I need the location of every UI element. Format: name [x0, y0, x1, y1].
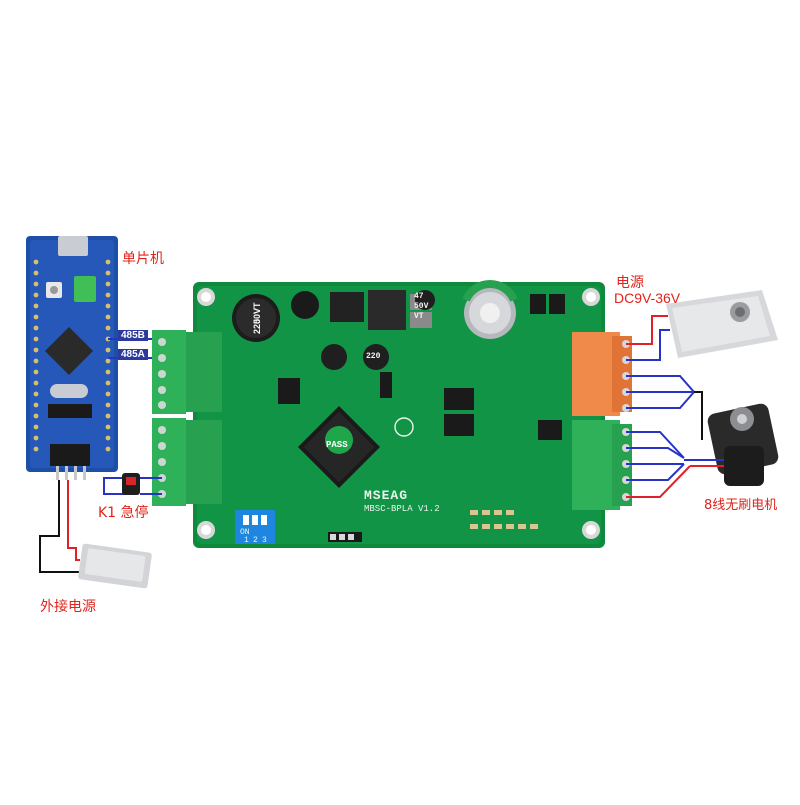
dip-on-label: ON	[240, 528, 250, 537]
driver-board: 22050VVT	[152, 280, 632, 548]
mcu-label: 单片机	[122, 251, 164, 267]
cap1-text: 22050VVT	[252, 302, 262, 334]
inductor-round	[291, 291, 319, 319]
cap2-line2: 50V	[414, 302, 429, 311]
motor-label: 8线无刷电机	[704, 498, 778, 513]
capacitor-large	[462, 280, 518, 339]
dip-label-1: 1	[244, 536, 249, 545]
inductor-square	[330, 292, 364, 322]
dip-label-3: 3	[262, 536, 267, 545]
terminal-left-top	[152, 330, 222, 414]
terminal-left-bottom	[152, 418, 222, 506]
board-mcu-chip	[297, 405, 381, 489]
dip-label-2: 2	[253, 536, 258, 545]
cap1-line-1: 220	[252, 319, 262, 334]
cap1-line-2: 50V	[252, 308, 262, 324]
power-wires	[626, 315, 703, 440]
cap2-line1: 47	[414, 292, 424, 301]
external-power-supply	[78, 543, 152, 589]
cap3-text: 220	[366, 352, 381, 361]
usb-port	[58, 236, 88, 256]
mcu-chip	[44, 326, 94, 376]
rs485a-label: 485A	[118, 349, 148, 360]
terminal-power	[572, 332, 632, 416]
external-power-wires	[39, 480, 80, 573]
mcu-board	[26, 236, 118, 480]
rs485b-label: 485B	[118, 330, 148, 341]
capacitor-220: 22050VVT	[232, 294, 280, 342]
main-power-supply	[666, 290, 778, 358]
ext-power-label: 外接电源	[40, 599, 96, 615]
capacitor-47	[415, 290, 435, 310]
dip-switch	[235, 510, 275, 544]
bldc-motor	[707, 403, 779, 486]
voltage-label: DC9V-36V	[614, 290, 681, 306]
estop-switch	[103, 473, 162, 495]
brand-silkscreen: MSEAG	[364, 488, 409, 503]
cap2-line3: VT	[414, 312, 424, 321]
estop-label: K1 急停	[98, 505, 149, 521]
power-label: 电源	[616, 275, 644, 291]
motor-wires	[626, 431, 724, 498]
terminal-motor	[572, 420, 632, 510]
pass-mark: PASS	[326, 440, 348, 450]
model-silkscreen: MBSC-BPLA V1.2	[364, 504, 440, 514]
cap1-line-3: VT	[252, 302, 262, 314]
regulator	[368, 290, 406, 330]
